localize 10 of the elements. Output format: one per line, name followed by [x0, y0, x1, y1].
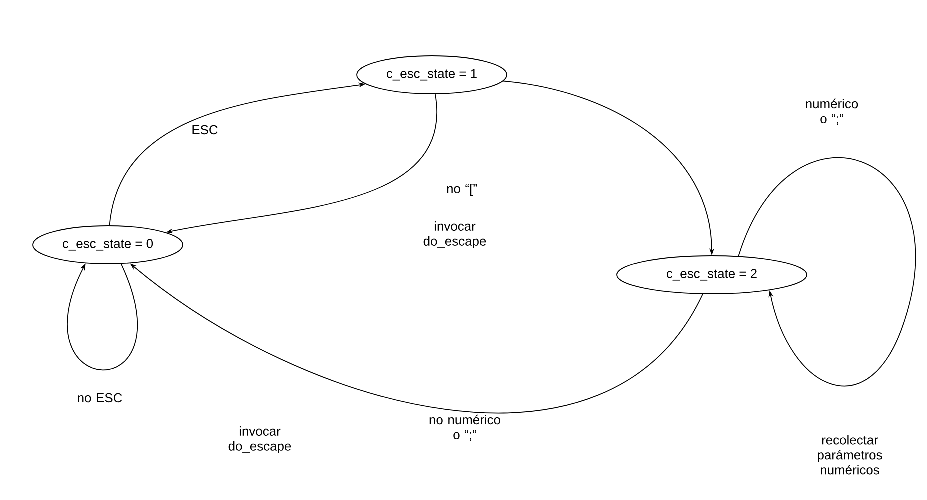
edge-label: no “[” [447, 184, 477, 196]
arrow [738, 157, 916, 387]
edge-label: numérico o “;” [806, 98, 858, 126]
arrow [67, 264, 138, 371]
edge-label: no numérico o “;” [430, 414, 500, 442]
edge-label: ESC [192, 125, 218, 135]
action-label: invocar do_escape [424, 221, 486, 248]
action-label: recolectar parámetros numéricos [818, 435, 882, 475]
edge-label: no ESC [78, 393, 122, 403]
action-label: invocar do_escape [228, 426, 292, 454]
